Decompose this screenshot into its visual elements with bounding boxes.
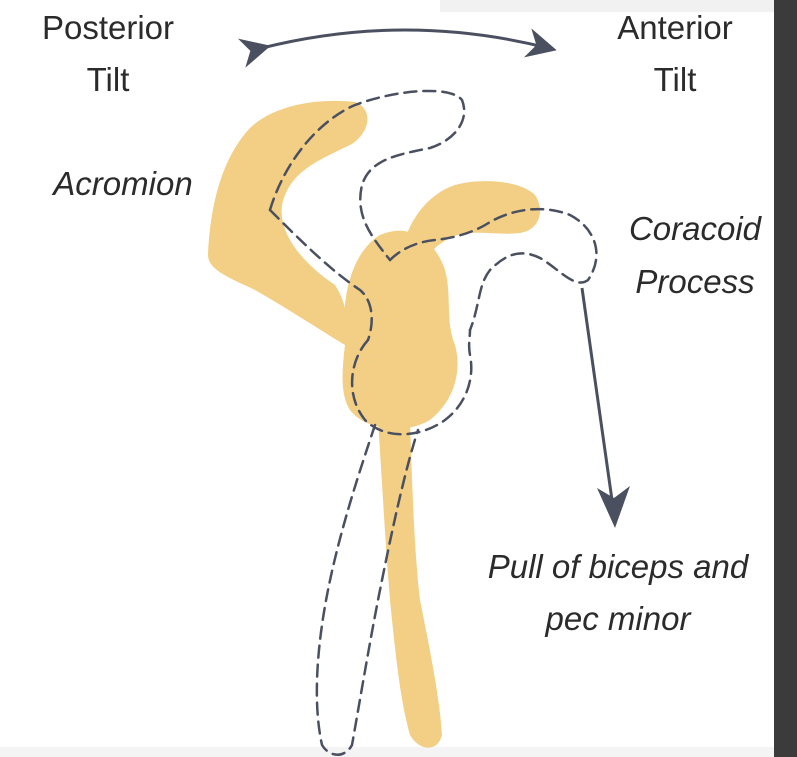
pull-label-line1: Pull of biceps and [463, 547, 773, 587]
acromion-label: Acromion [28, 164, 218, 204]
anterior-tilt-label-line1: Anterior [595, 8, 755, 48]
pull-arrow-line [582, 288, 612, 500]
scapula-blade-shape [378, 420, 442, 748]
glenoid-shape [343, 231, 458, 429]
posterior-tilt-label-line1: Posterior [28, 8, 188, 48]
pull-label-line2: pec minor [463, 599, 773, 639]
acromion-shape [208, 101, 367, 345]
anterior-tilt-label-line2: Tilt [595, 60, 755, 100]
posterior-tilt-label-line2: Tilt [28, 60, 188, 100]
tilt-double-arrow [262, 30, 548, 48]
coracoid-label-line1: Coracoid [605, 209, 785, 249]
coracoid-label-line2: Process [605, 262, 785, 302]
scapula-dashed-outline [270, 91, 596, 755]
pull-arrow-head [597, 486, 630, 528]
